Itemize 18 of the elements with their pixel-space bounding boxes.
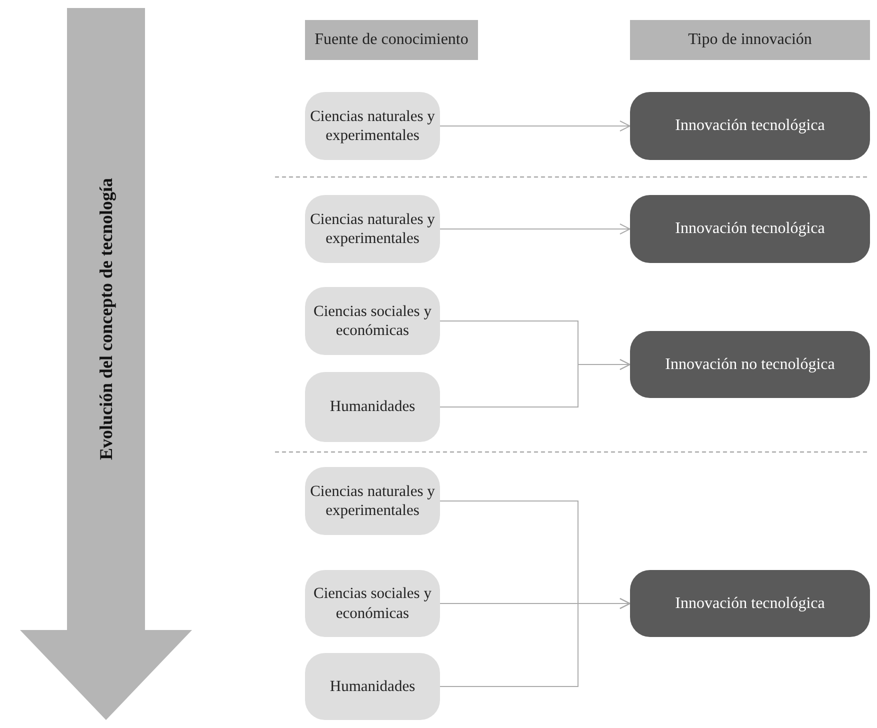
- source-pill: Ciencias sociales y económicas: [305, 287, 440, 355]
- connector-arrow: [440, 598, 630, 687]
- innovation-box: Innovación tecnológica: [630, 92, 870, 160]
- header-box: Tipo de innovación: [630, 20, 870, 60]
- header-box: Fuente de conocimiento: [305, 20, 478, 60]
- source-pill: Ciencias naturales y experimentales: [305, 195, 440, 263]
- connector-arrow: [440, 359, 630, 408]
- connector-arrow: [440, 120, 630, 132]
- innovation-box: Innovación tecnológica: [630, 570, 870, 637]
- source-pill: Ciencias naturales y experimentales: [305, 467, 440, 535]
- source-pill: Humanidades: [305, 372, 440, 442]
- innovation-box: Innovación no tecnológica: [630, 331, 870, 398]
- source-pill: Ciencias naturales y experimentales: [305, 92, 440, 160]
- connector-arrow: [440, 224, 630, 234]
- source-pill: Humanidades: [305, 653, 440, 720]
- innovation-box: Innovación tecnológica: [630, 195, 870, 263]
- vertical-label: Evolución del concepto de tecnología: [96, 178, 116, 460]
- source-pill: Ciencias sociales y económicas: [305, 570, 440, 637]
